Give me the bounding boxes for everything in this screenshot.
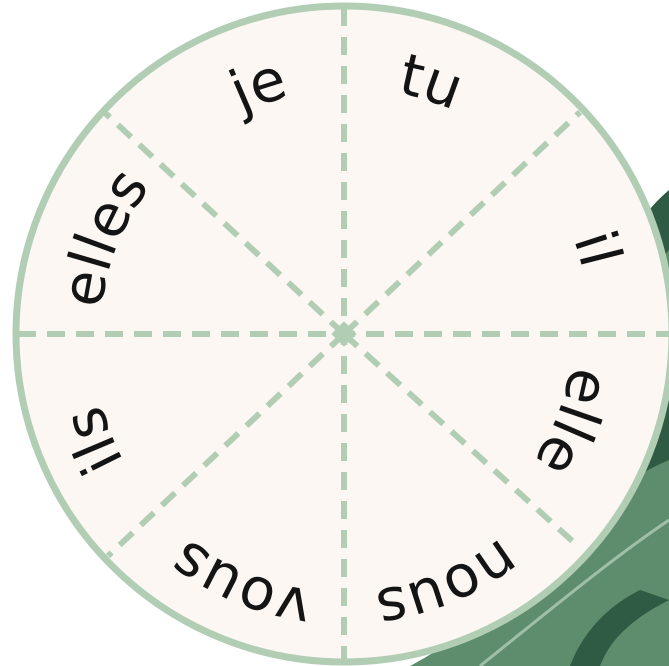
wheel-scene: tu il elle nous vous ils elles je [0, 0, 669, 666]
spinner-wheel-canvas: tu il elle nous vous ils elles je [0, 0, 669, 666]
